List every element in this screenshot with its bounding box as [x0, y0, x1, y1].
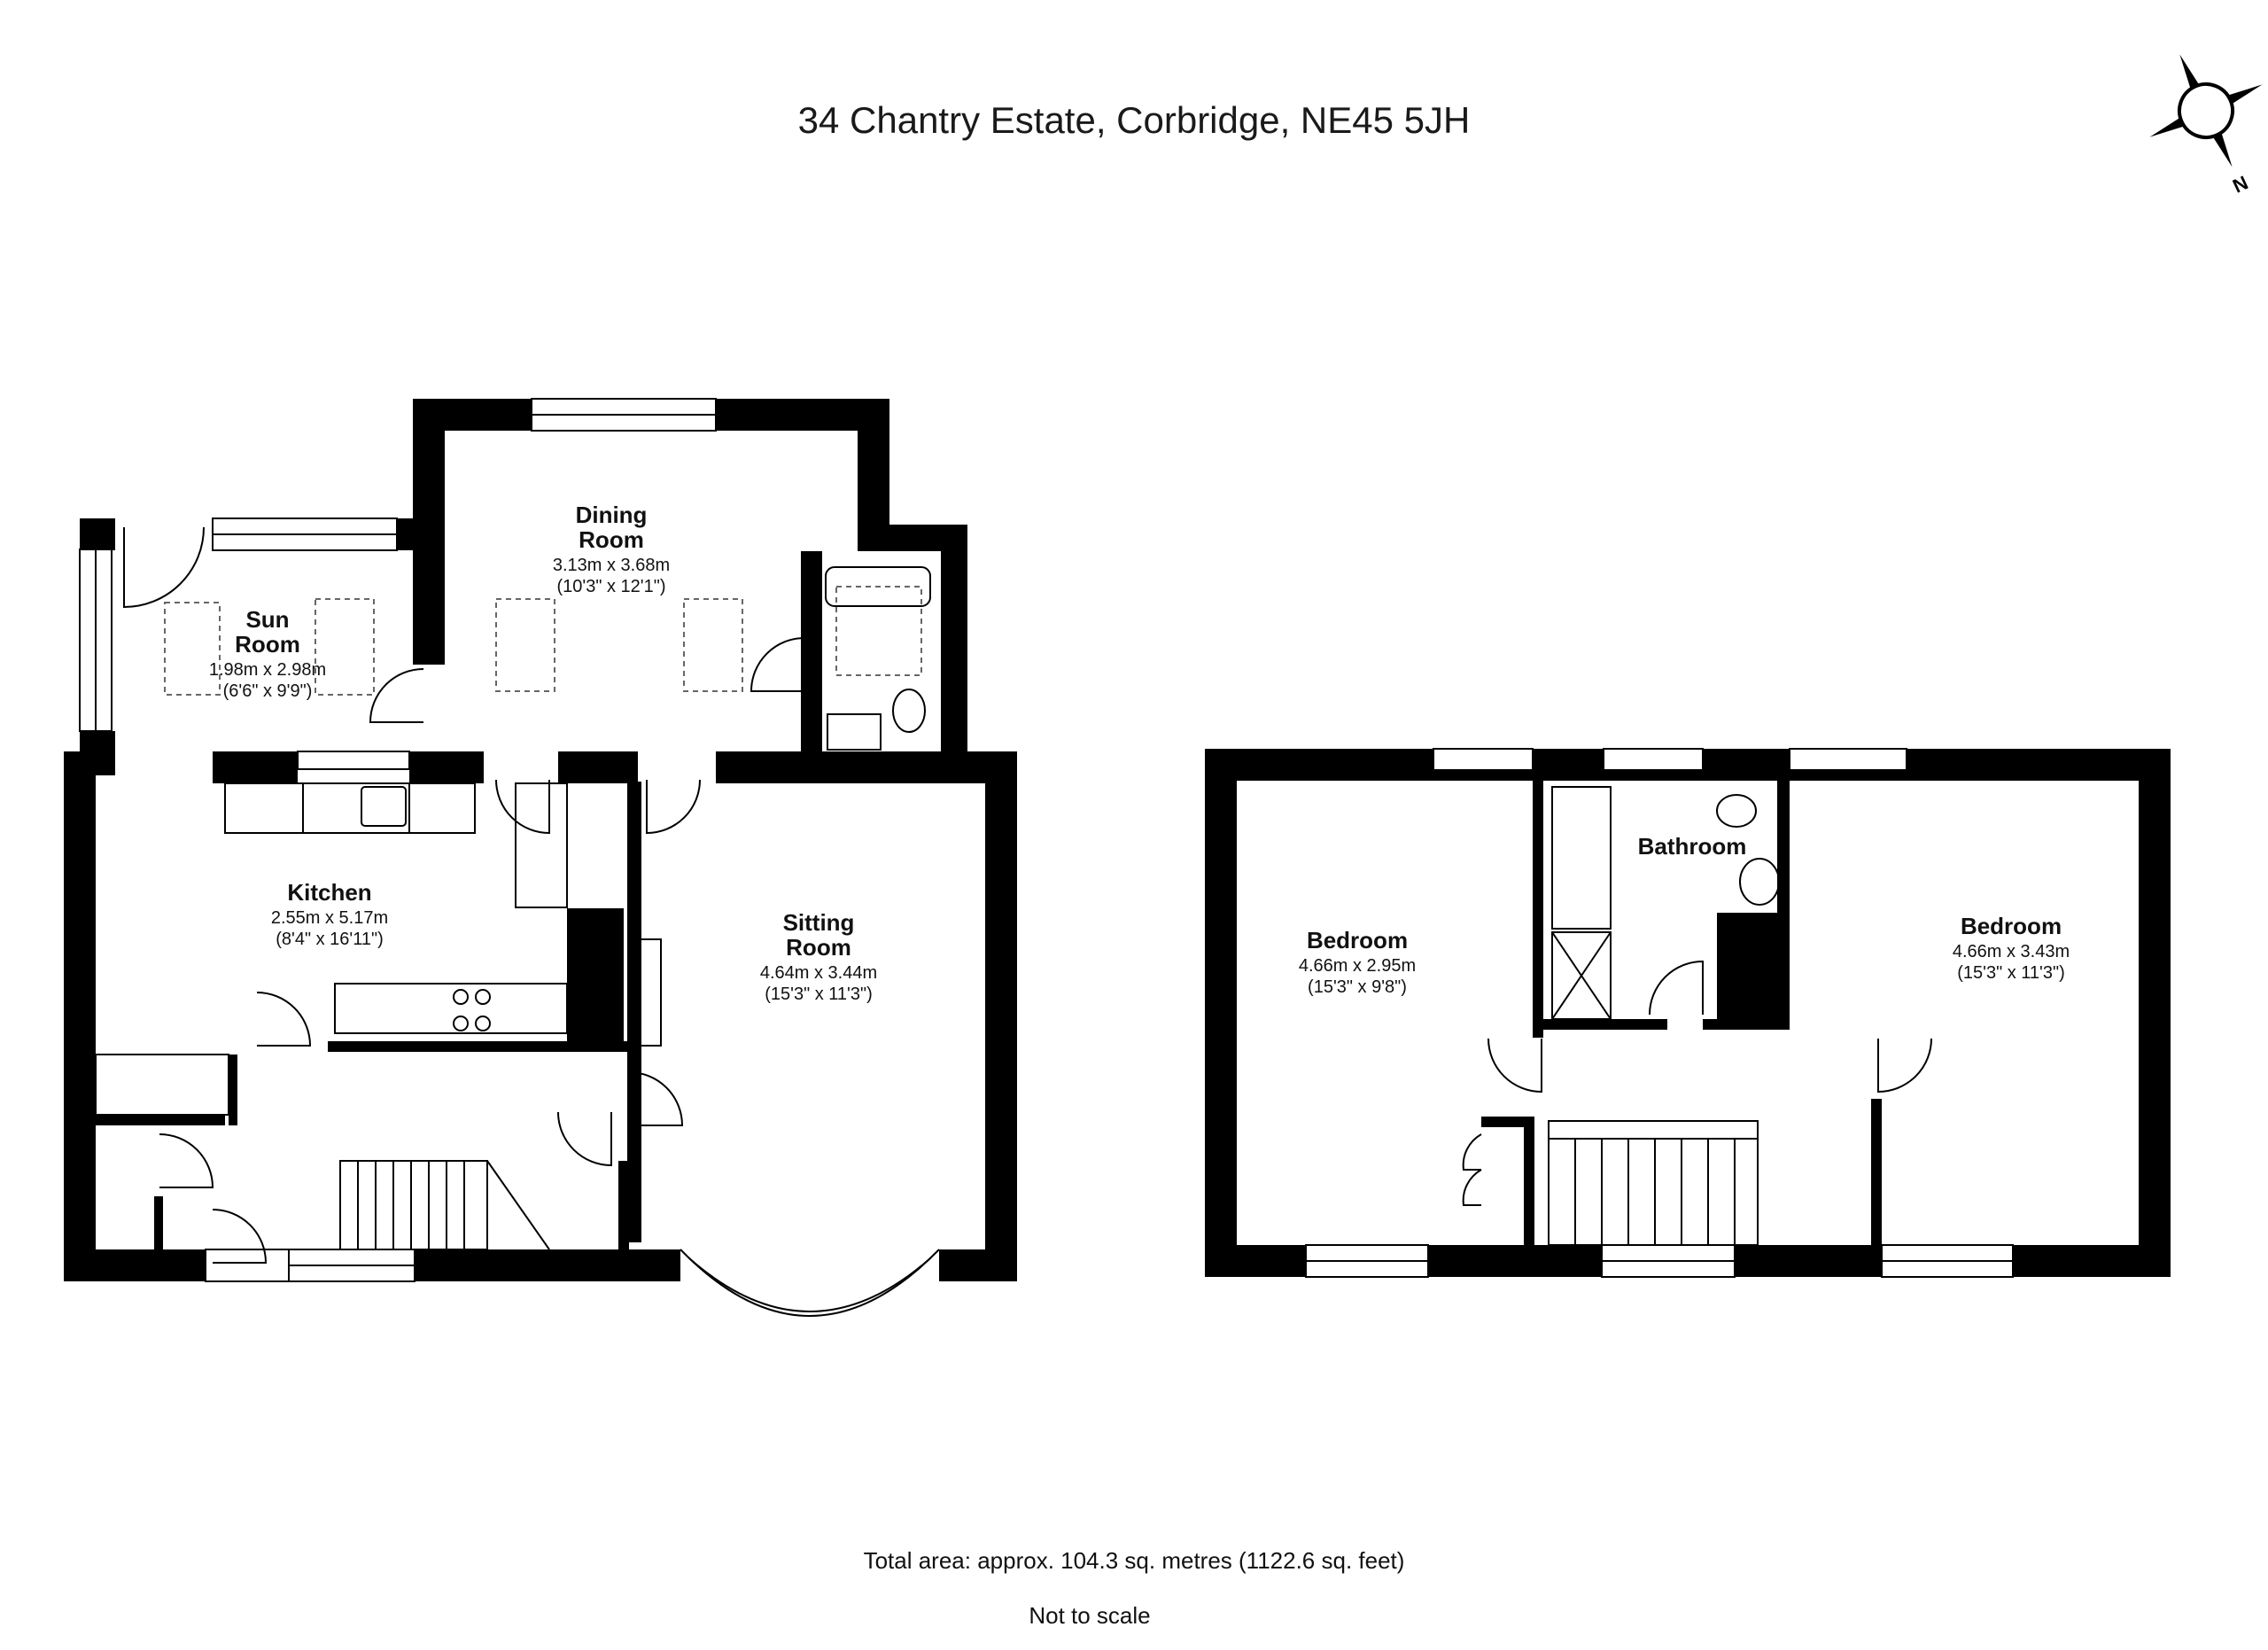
scale-note: Not to scale: [1029, 1602, 1150, 1629]
kitchen-name: Kitchen: [287, 879, 371, 906]
sitting-room-name: Sitting: [783, 909, 855, 936]
window: [1433, 748, 1534, 771]
sink-icon: [361, 786, 407, 827]
sitting-room-metric: 4.64m x 3.44m: [760, 963, 877, 983]
sitting-room-imperial: (15'3" x 11'3"): [765, 985, 873, 1004]
window: [1305, 1244, 1429, 1278]
window: [1789, 748, 1907, 771]
bedroom-left-metric: 4.66m x 2.95m: [1299, 956, 1416, 976]
hob-icon: [453, 989, 491, 1031]
bedroom-left-name: Bedroom: [1307, 927, 1408, 953]
first-floor: Bedroom 4.66m x 2.95m (15'3" x 9'8") Bat…: [1205, 748, 2171, 1278]
dining-room-imperial: (10'3" x 12'1"): [556, 577, 665, 596]
dining-room-name: Dining: [576, 502, 648, 528]
compass-north-label: N: [2229, 171, 2251, 197]
window: [205, 1249, 290, 1282]
sun-room-name: Sun: [245, 606, 289, 633]
sun-room-metric: 1.98m x 2.98m: [209, 660, 326, 680]
window: [1881, 1244, 2014, 1278]
bedroom-right-name: Bedroom: [1961, 913, 2062, 939]
window: [288, 1249, 416, 1282]
bedroom-right-metric: 4.66m x 3.43m: [1953, 942, 2070, 961]
page-title: 34 Chantry Estate, Corbridge, NE45 5JH: [798, 99, 1471, 141]
window: [531, 398, 717, 432]
kitchen-imperial: (8'4" x 16'11"): [276, 930, 384, 949]
sun-room-name-2: Room: [235, 631, 300, 658]
sun-room-imperial: (6'6" x 9'9"): [223, 681, 313, 701]
window: [297, 751, 410, 770]
window: [212, 518, 398, 551]
window: [79, 549, 113, 732]
bathroom-name: Bathroom: [1638, 833, 1747, 860]
kitchen-metric: 2.55m x 5.17m: [271, 908, 388, 928]
sitting-room-name-2: Room: [786, 934, 851, 961]
ground-floor: Sun Room 1.98m x 2.98m (6'6" x 9'9") Din…: [64, 398, 1017, 1317]
total-area-note: Total area: approx. 104.3 sq. metres (11…: [864, 1547, 1405, 1574]
window: [1601, 1244, 1736, 1278]
stairs: [1548, 1120, 1759, 1246]
compass-icon: N: [2149, 54, 2263, 198]
dining-room-name-2: Room: [579, 526, 644, 553]
stairs: [339, 1160, 550, 1250]
bedroom-right-imperial: (15'3" x 11'3"): [1957, 963, 2065, 983]
bedroom-left-imperial: (15'3" x 9'8"): [1308, 977, 1407, 997]
dining-room-metric: 3.13m x 3.68m: [553, 556, 670, 575]
window: [1603, 748, 1704, 771]
